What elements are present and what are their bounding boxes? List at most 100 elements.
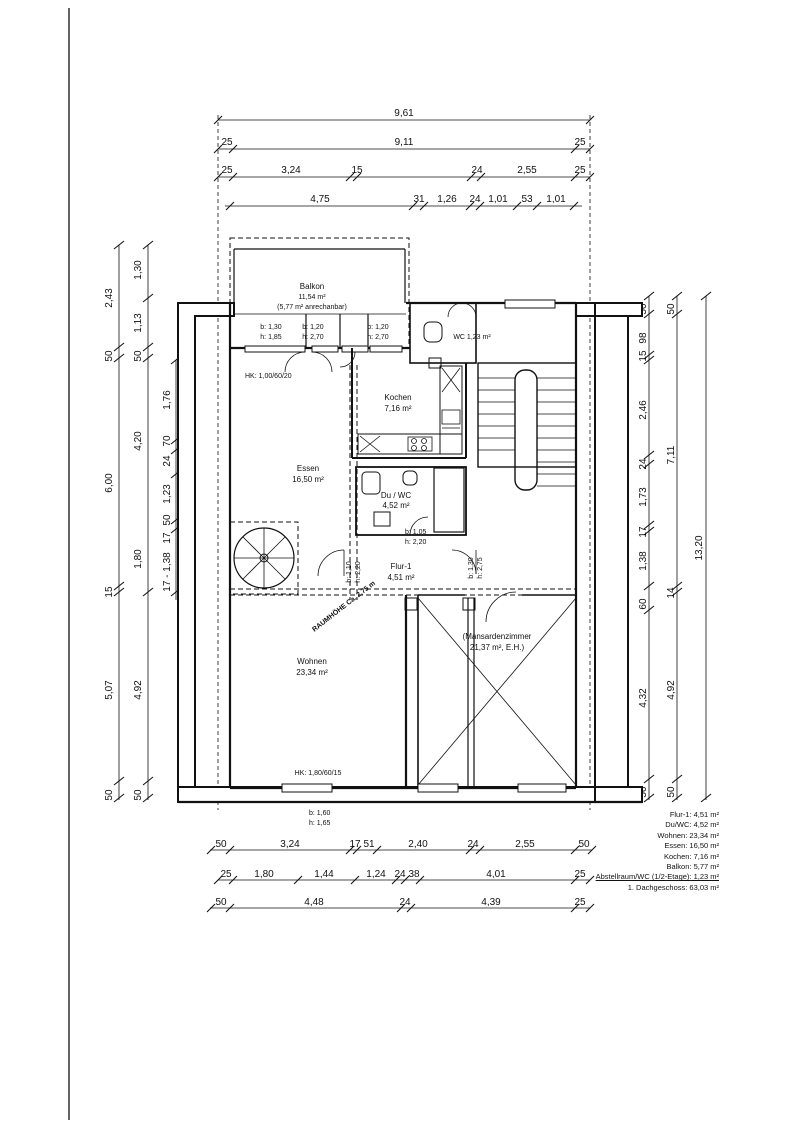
dim-left-outer-5: 5,07 [104,680,115,700]
dim-bottom2-h: 25 [574,869,586,880]
dim-left-inner-1: 1,30 [133,260,144,280]
bottom-dimensions: 50 3,24 17 51 2,40 24 2,55 50 25 1,80 1,… [206,839,597,913]
flur-name: Flur-1 [391,562,412,571]
dim-left-inner-11: 1,80 [133,549,144,569]
dim-right-inner-6: 1,73 [638,487,649,507]
dim-bottom2-a: 25 [220,869,232,880]
wohnen-area-text: 23,34 m² [296,668,328,677]
dim-left-inner-9: 50 [162,514,173,526]
spiral-staircase [229,521,299,595]
dim-top3-d: 24 [471,165,483,176]
legend-kochen: Kochen: 7,16 m² [663,851,719,861]
kochen-name: Kochen [384,393,411,402]
wc-label: WC 1,23 m² [453,334,491,341]
dim-right-inner-10: 4,32 [638,688,649,708]
dim-left-outer-4: 15 [104,586,115,598]
wohnen-name: Wohnen [297,657,327,666]
mansarde-area-text: 21,37 m², E.H.) [470,643,525,652]
legend-wohnen: Wohnen: 23,34 m² [657,830,719,840]
dim-right-mid-3: 14 [666,587,677,599]
hk-bottom-label: HK: 1,80/60/15 [295,770,342,777]
essen-name: Essen [297,464,319,473]
dim-left-inner-6: 24 [162,455,173,467]
dim-bottom3-a: 50 [215,897,227,908]
dim-bottom2-b: 1,80 [254,869,274,880]
essen-area-text: 16,50 m² [292,475,324,484]
dim-top4-f: 53 [521,194,533,205]
dim-right-mid-5: 50 [666,786,677,798]
dim-bottom3-d: 4,39 [481,897,501,908]
dim-bottom1-g: 2,55 [515,839,535,850]
dim-right-mid-4: 4,92 [666,680,677,700]
dim-left-inner-5: 4,20 [133,431,144,451]
dim-bottom2-e: 24 [394,869,406,880]
dim-top4-c: 1,26 [437,194,457,205]
hk-top-label: HK: 1,00/60/20 [245,373,292,380]
dim-top4-g: 1,01 [546,194,566,205]
dim-top4-a: 4,75 [310,194,330,205]
dim-right-inner-7: 17 [638,526,649,538]
dim-left-outer-6: 50 [104,789,115,801]
dim-left-inner-4: 1,76 [162,390,173,410]
legend-total: 1. Dachgeschoss: 63,03 m² [627,882,719,892]
door-du-b: b: 1,05 [405,529,427,536]
dim-top3-b: 3,24 [281,165,301,176]
wc-area [409,299,556,369]
window-wohnen-h: h: 1,65 [309,820,331,827]
dim-left-outer-2: 50 [104,350,115,362]
door-flur-left-h: h: 2,20 [355,561,362,583]
roof-slope-dashes [230,365,576,600]
dim-total-width: 9,61 [394,108,414,119]
balkon-window2-h: h: 2,70 [302,334,324,341]
balkon-window3-b: b: 1,20 [367,324,389,331]
window-wohnen-b: b: 1,60 [309,810,331,817]
dim-top3-e: 2,55 [517,165,537,176]
kochen-area [351,348,467,459]
dim-left-inner-8: 1,23 [162,484,173,504]
dim-right-inner-3: 98 [638,332,649,344]
balkon-window1-b: b: 1,30 [260,324,282,331]
dim-top2-b: 9,11 [395,137,414,148]
dim-right-inner-4: 2,46 [638,400,649,420]
dim-left-outer-3: 6,00 [104,473,115,493]
balkon-window3-h: h: 2,70 [367,334,389,341]
door-flur-right-b: b: 1,30 [468,557,475,579]
left-dimensions: 2,43 50 6,00 15 5,07 50 1,30 1,13 50 1,7… [104,240,182,803]
staircase [477,362,577,491]
dim-right-inner-8: 1,38 [638,551,649,571]
legend-essen: Essen: 16,50 m² [664,841,719,851]
legend-abstellraum: Abstellraum/WC (1/2-Etage): 1,23 m² [595,872,719,882]
dim-bottom2-f: 38 [408,869,420,880]
mansarde-area [417,594,577,793]
dim-top2-c: 25 [574,137,586,148]
dim-right-total-height: 13,20 [694,535,705,560]
top-dimensions: 9,61 25 9,11 25 25 3,24 15 24 2,55 25 4,… [213,108,595,810]
dim-left-inner-12: 17 - 1,38 [162,552,173,592]
kochen-area-text: 7,16 m² [384,404,411,413]
dim-top3-f: 25 [574,165,586,176]
dim-bottom2-c: 1,44 [314,869,334,880]
balkon-window2-b: b: 1,20 [302,324,324,331]
dim-bottom2-g: 4,01 [486,869,506,880]
dim-right-inner-9: 60 [638,598,649,610]
dim-left-inner-13: 4,92 [133,680,144,700]
door-flur-left-b: b: 1,10 [346,561,353,583]
dim-top4-d: 24 [469,194,481,205]
flur-area-text: 4,51 m² [387,573,414,582]
duwc-area [355,466,467,536]
dim-right-inner-2: 15 [638,350,649,362]
mansarde-name: (Mansardenzimmer [463,632,532,641]
dim-right-mid-1: 50 [666,303,677,315]
dim-left-inner-2: 1,13 [133,313,144,333]
balkon-area [229,237,410,373]
legend-duwc: Du/WC: 4,52 m² [665,820,719,830]
dim-bottom3-b: 4,48 [304,897,324,908]
balkon-window1-h: h: 1,85 [260,334,282,341]
dim-right-mid-2: 7,11 [666,445,677,464]
legend-flur: Flur-1: 4,51 m² [669,810,719,819]
dim-bottom3-c: 24 [399,897,411,908]
dim-bottom1-d: 51 [363,839,375,850]
dim-top4-e: 1,01 [488,194,508,205]
dim-top2-a: 25 [221,137,233,148]
balkon-area-text: 11,54 m² [298,294,326,301]
